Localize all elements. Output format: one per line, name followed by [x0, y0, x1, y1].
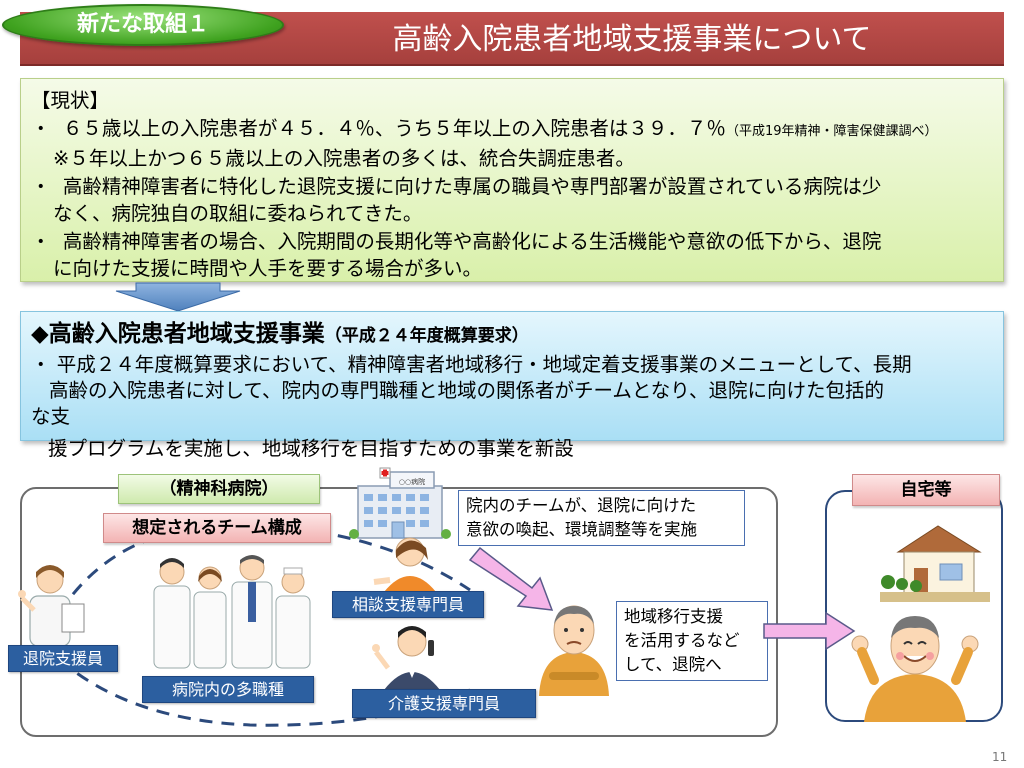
status-line-4-text: 高齢精神障害者の場合、入院期間の長期化等や高齢化による生活機能や意欲の低下から、…: [62, 229, 882, 253]
transition-note: 地域移行支援 を活用するなど して、退院へ: [616, 601, 768, 681]
role-multi-staff: 病院内の多職種: [142, 676, 314, 703]
care-specialist-figure-icon: [372, 626, 440, 690]
home-label: 自宅等: [852, 474, 1000, 506]
pink-arrow-down-icon: [468, 546, 554, 611]
role-care-specialist: 介護支援専門員: [352, 689, 536, 718]
transition-note-line-2: を活用するなど: [624, 631, 740, 650]
status-line-4: ・ 高齢精神障害者の場合、入院期間の長期化等や高齢化による生活機能や意欲の低下か…: [31, 228, 993, 256]
happy-resident-figure-icon: [851, 616, 979, 722]
role-consult-specialist: 相談支援専門員: [332, 591, 484, 618]
status-line-3-cont: なく、病院独自の取組に委ねられてきた。: [53, 202, 423, 225]
bullet: ・: [31, 174, 51, 198]
status-source: （平成19年精神・障害保健課調べ）: [725, 123, 938, 139]
status-line-2: ※５年以上かつ６５歳以上の入院患者の多くは、統合失調症患者。: [53, 147, 635, 170]
status-line-3: ・ 高齢精神障害者に特化した退院支援に向けた専属の職員や専門部署が設置されている…: [31, 173, 993, 201]
hospital-label: （精神科病院）: [118, 474, 320, 504]
program-title-text: ◆高齢入院患者地域支援事業: [31, 321, 325, 347]
program-title: ◆高齢入院患者地域支援事業（平成２４年度概算要求）: [31, 318, 993, 352]
program-subtitle: （平成２４年度概算要求）: [324, 326, 529, 346]
status-box: 【現状】 ・ ６５歳以上の入院患者が４５．４％、うち５年以上の入院患者は３９．７…: [20, 78, 1004, 282]
initiative-badge: 新たな取組１: [2, 4, 284, 46]
status-line-1: ・ ６５歳以上の入院患者が４５．４％、うち５年以上の入院患者は３９．７％（平成1…: [31, 115, 993, 146]
hospital-staff-group-icon: [153, 555, 311, 669]
team-note: 院内のチームが、退院に向けた 意欲の喚起、環境調整等を実施: [458, 490, 745, 546]
building-sign: ○○病院: [399, 477, 425, 486]
discharge-staff-figure-icon: [18, 565, 85, 647]
program-box: ◆高齢入院患者地域支援事業（平成２４年度概算要求） ・ 平成２４年度概算要求にお…: [20, 311, 1004, 441]
page-title: 高齢入院患者地域支援事業について: [392, 22, 872, 57]
hospital-building-icon: ○○病院: [349, 467, 451, 539]
bullet: ・: [31, 229, 51, 253]
team-note-line-2: 意欲の喚起、環境調整等を実施: [466, 520, 697, 539]
bullet: ・: [31, 116, 51, 140]
status-heading: 【現状】: [31, 89, 110, 112]
status-line-3-text: 高齢精神障害者に特化した退院支援に向けた専属の職員や専門部署が設置されている病院…: [62, 174, 882, 198]
house-icon: [880, 525, 990, 602]
status-line-4-cont: に向けた支援に時間や人手を要する場合が多い。: [53, 257, 483, 280]
program-line-1: ・ 平成２４年度概算要求において、精神障害者地域移行・地域定着支援事業のメニュー…: [31, 353, 912, 376]
program-line-3: な支: [31, 405, 71, 428]
team-label: 想定されるチーム構成: [103, 513, 331, 543]
transition-note-line-1: 地域移行支援: [624, 607, 723, 626]
transition-note-line-3: して、退院へ: [624, 655, 722, 674]
down-arrow-icon: [115, 282, 241, 312]
page-number: 11: [992, 750, 1008, 764]
team-note-line-1: 院内のチームが、退院に向けた: [466, 496, 697, 515]
status-line-1-text: ６５歳以上の入院患者が４５．４％、うち５年以上の入院患者は３９．７％: [62, 116, 726, 140]
program-line-2: 高齢の入院患者に対して、院内の専門職種と地域の関係者がチームとなり、退院に向けた…: [49, 379, 884, 402]
patient-figure-icon: [539, 605, 609, 696]
role-discharge-staff: 退院支援員: [8, 645, 118, 672]
pink-arrow-right-icon: [763, 611, 856, 651]
consult-specialist-figure-icon: [373, 537, 436, 592]
program-line-4: 援プログラムを実施し、地域移行を目指すための事業を新設: [48, 437, 574, 460]
